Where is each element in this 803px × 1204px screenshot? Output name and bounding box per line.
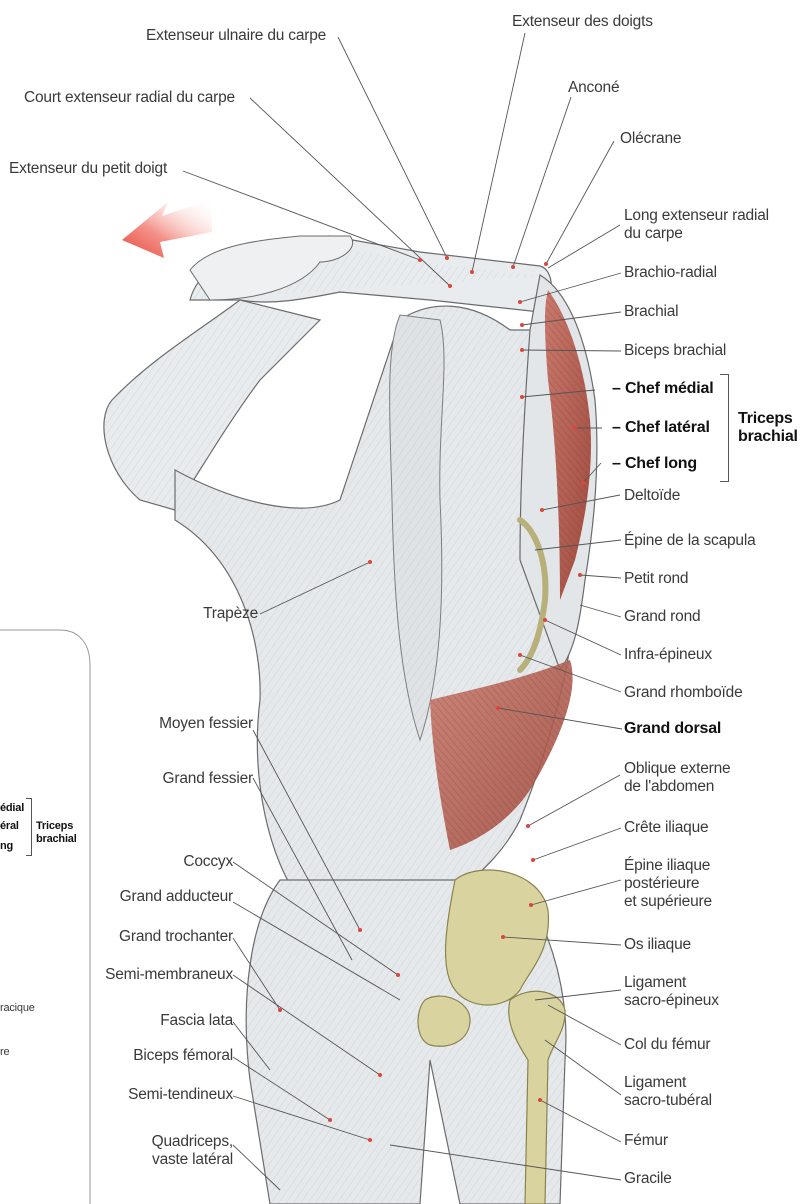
label-triceps-brachial: Triceps brachial — [738, 410, 798, 447]
label-biceps-femoral: Biceps fémoral — [133, 1047, 233, 1065]
label-biceps-brachial: Biceps brachial — [624, 342, 726, 360]
label-olecrane: Olécrane — [620, 130, 681, 148]
label-infra-epineux: Infra-épineux — [624, 646, 712, 664]
label-col-femur: Col du fémur — [624, 1036, 710, 1054]
label-brachio-radial: Brachio-radial — [624, 264, 717, 282]
label-long-extenseur: Long extenseur radial du carpe — [624, 207, 769, 243]
label-extenseur-petit-doigt: Extenseur du petit doigt — [9, 160, 167, 178]
inset-re-fragment: re — [0, 1046, 9, 1059]
label-grand-trochanter: Grand trochanter — [119, 928, 233, 946]
label-brachial: Brachial — [624, 303, 678, 321]
label-ligament-sacro-epineux: Ligament sacro-épineux — [624, 974, 719, 1010]
label-fascia-lata: Fascia lata — [160, 1012, 233, 1030]
label-trapeze: Trapèze — [203, 605, 258, 623]
inset-chef-long-fragment: ng — [0, 840, 13, 853]
inset-racique-fragment: racique — [0, 1002, 35, 1015]
label-gracile: Gracile — [624, 1170, 672, 1188]
label-grand-rhomboide: Grand rhomboïde — [624, 684, 743, 702]
label-coccyx: Coccyx — [183, 853, 233, 871]
label-extenseur-doigts: Extenseur des doigts — [512, 13, 653, 31]
triceps-bracket — [720, 374, 729, 482]
inset-triceps-brachial: Triceps brachial — [36, 820, 77, 845]
label-grand-dorsal: Grand dorsal — [624, 720, 721, 738]
label-semi-membraneux: Semi-membraneux — [105, 966, 233, 984]
label-epine-iliaque: Épine iliaque postérieure et supérieure — [624, 857, 712, 910]
label-grand-fessier: Grand fessier — [163, 770, 253, 788]
label-court-extenseur: Court extenseur radial du carpe — [24, 89, 235, 107]
label-femur: Fémur — [624, 1132, 668, 1150]
label-chef-long: – Chef long — [612, 455, 697, 473]
label-petit-rond: Petit rond — [624, 570, 688, 588]
label-ligament-sacro-tuberal: Ligament sacro-tubéral — [624, 1074, 712, 1110]
label-quadriceps: Quadriceps, vaste latéral — [152, 1133, 233, 1169]
label-chef-medial: – Chef médial — [612, 380, 713, 398]
movement-arrow — [122, 200, 212, 258]
inset-panel-frame — [0, 630, 90, 1204]
inset-chef-lateral-fragment: éral — [0, 820, 19, 833]
label-grand-rond: Grand rond — [624, 608, 700, 626]
inset-triceps-bracket — [26, 798, 32, 856]
label-moyen-fessier: Moyen fessier — [159, 715, 253, 733]
label-epine-scapula: Épine de la scapula — [624, 532, 756, 550]
label-ancone: Anconé — [568, 79, 619, 97]
label-semi-tendineux: Semi-tendineux — [128, 1086, 233, 1104]
label-os-iliaque: Os iliaque — [624, 936, 691, 954]
label-grand-adducteur: Grand adducteur — [120, 888, 233, 906]
label-oblique-externe: Oblique externe de l'abdomen — [624, 760, 730, 796]
label-chef-lateral: – Chef latéral — [612, 419, 710, 437]
inset-chef-medial-fragment: édial — [0, 802, 24, 815]
label-crete-iliaque: Crête iliaque — [624, 819, 708, 837]
label-deltoide: Deltoïde — [624, 487, 680, 505]
label-extenseur-ulnaire-carpe: Extenseur ulnaire du carpe — [146, 27, 326, 45]
